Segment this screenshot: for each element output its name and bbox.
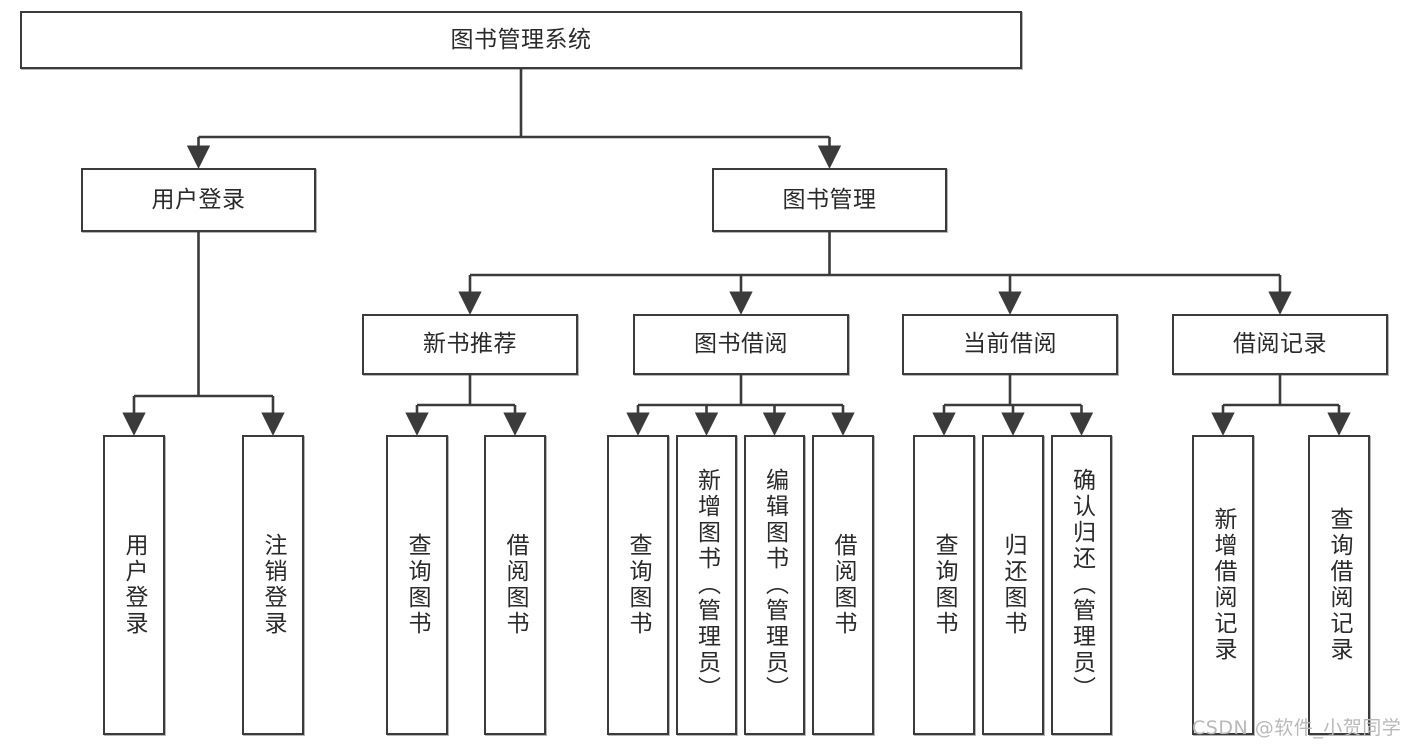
node-root[interactable]: 图书管理系统 xyxy=(20,11,1022,69)
node-leaf-edit-book[interactable]: 编辑图书（管理员） xyxy=(744,435,805,735)
node-label: 查询图书 xyxy=(404,533,431,637)
node-label: 注销登录 xyxy=(260,533,287,637)
node-leaf-query-book-2[interactable]: 查询图书 xyxy=(607,435,669,735)
node-leaf-add-book[interactable]: 新增图书（管理员） xyxy=(676,435,737,735)
node-leaf-confirm-return[interactable]: 确认归还（管理员） xyxy=(1051,435,1112,735)
node-label: 借阅记录 xyxy=(1233,331,1327,358)
node-label: 编辑图书（管理员） xyxy=(761,468,788,702)
node-label: 新增借阅记录 xyxy=(1210,507,1237,663)
node-label: 查询图书 xyxy=(625,533,652,637)
node-leaf-return-book[interactable]: 归还图书 xyxy=(982,435,1044,735)
node-book-borrow[interactable]: 图书借阅 xyxy=(633,314,849,375)
node-user-login[interactable]: 用户登录 xyxy=(81,168,316,232)
node-label: 图书借阅 xyxy=(694,331,788,358)
node-leaf-query-record[interactable]: 查询借阅记录 xyxy=(1308,435,1370,735)
node-leaf-query-book-1[interactable]: 查询图书 xyxy=(386,435,448,735)
node-current-borrow[interactable]: 当前借阅 xyxy=(902,314,1118,375)
node-label: 确认归还（管理员） xyxy=(1068,468,1095,702)
node-label: 用户登录 xyxy=(151,186,246,213)
node-leaf-borrow-book-2[interactable]: 借阅图书 xyxy=(812,435,874,735)
node-leaf-user-logout[interactable]: 注销登录 xyxy=(242,435,304,735)
node-label: 查询借阅记录 xyxy=(1326,507,1353,663)
node-label: 当前借阅 xyxy=(963,331,1057,358)
node-label: 图书管理系统 xyxy=(450,26,592,53)
node-leaf-add-record[interactable]: 新增借阅记录 xyxy=(1192,435,1254,735)
node-label: 借阅图书 xyxy=(502,533,529,637)
node-label: 归还图书 xyxy=(1000,533,1027,637)
watermark: CSDN @软件_小贺同学 xyxy=(1192,717,1402,739)
node-leaf-user-login[interactable]: 用户登录 xyxy=(103,435,165,735)
node-new-book-rec[interactable]: 新书推荐 xyxy=(362,314,578,375)
node-label: 借阅图书 xyxy=(830,533,857,637)
node-label: 用户登录 xyxy=(121,533,148,637)
node-label: 图书管理 xyxy=(782,186,877,213)
node-label: 查询图书 xyxy=(931,533,958,637)
node-label: 新书推荐 xyxy=(423,331,517,358)
node-borrow-record[interactable]: 借阅记录 xyxy=(1172,314,1388,375)
node-leaf-query-book-3[interactable]: 查询图书 xyxy=(913,435,975,735)
node-label: 新增图书（管理员） xyxy=(693,468,720,702)
node-book-manage[interactable]: 图书管理 xyxy=(712,168,947,232)
node-leaf-borrow-book-1[interactable]: 借阅图书 xyxy=(484,435,546,735)
